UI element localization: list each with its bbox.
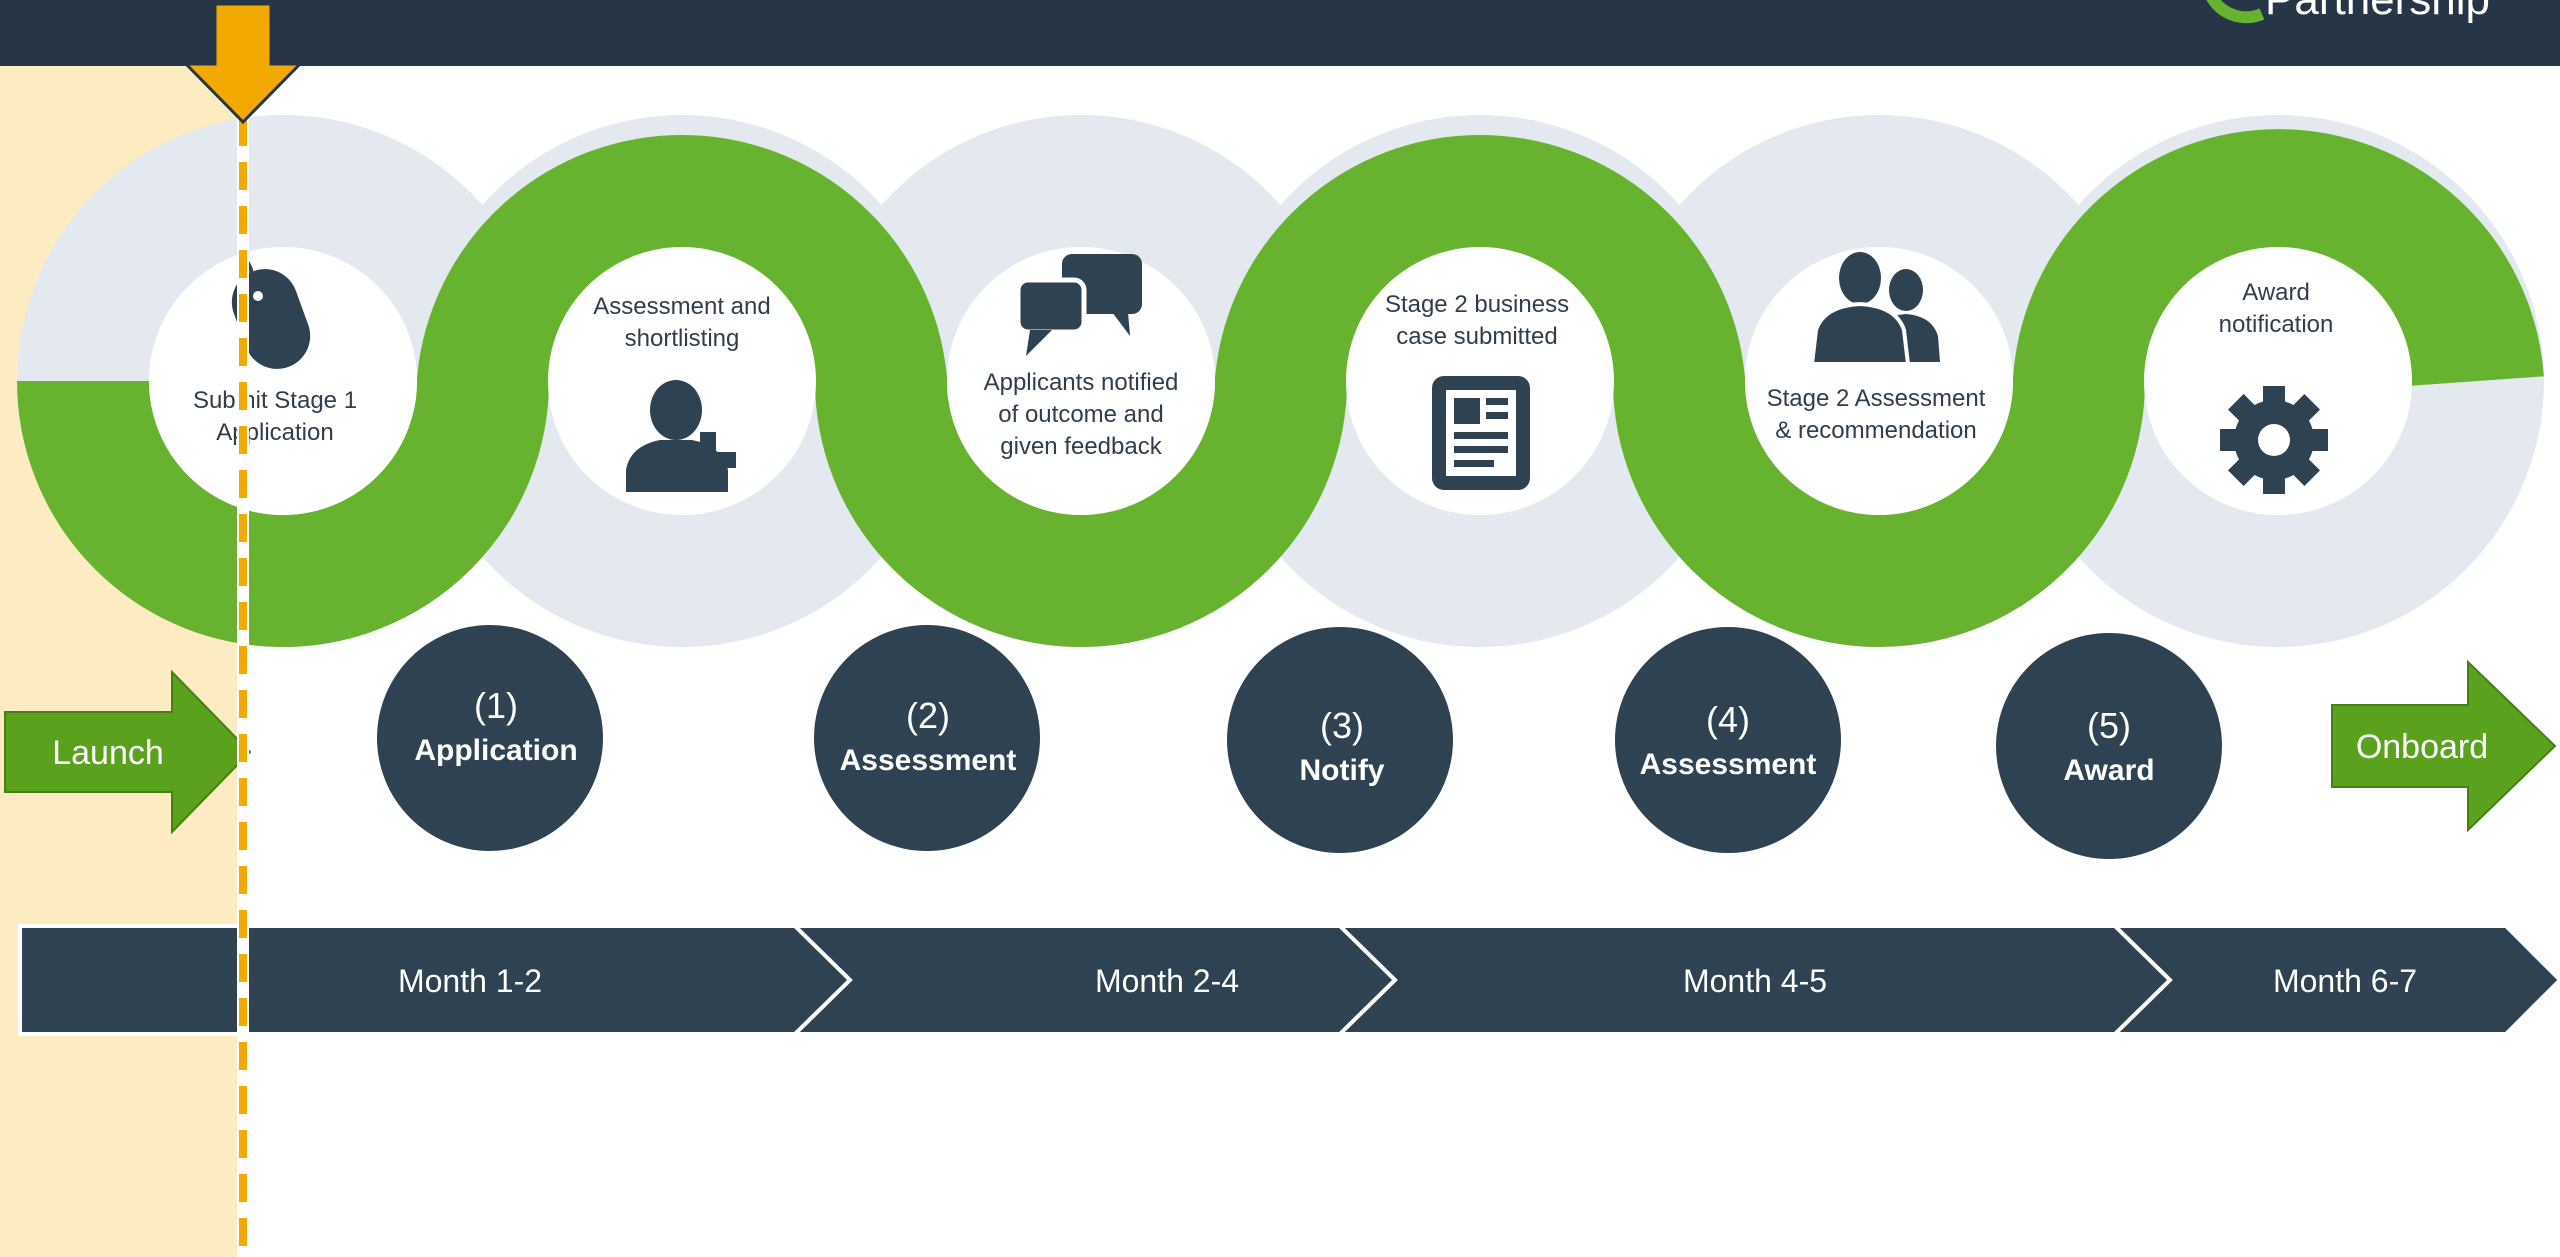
stage-4: (4) Assessment	[1615, 627, 1841, 853]
stage-number: (5)	[2087, 705, 2131, 746]
month-segment-4	[2110, 924, 2560, 1036]
stage-2: (2) Assessment	[814, 625, 1040, 851]
stage-circle	[814, 625, 1040, 851]
onboard-label: Onboard	[2356, 728, 2488, 766]
step-label: Applicants notified	[984, 369, 1179, 396]
stage-name: Assessment	[1640, 748, 1817, 781]
month-label-3: Month 4-5	[1683, 963, 1827, 999]
month-label-2: Month 2-4	[1095, 963, 1239, 999]
marker-arrow-icon	[182, 2, 304, 125]
document-icon	[1432, 376, 1530, 490]
users-icon	[1809, 252, 1940, 366]
step-label: Award	[2242, 279, 2310, 306]
stage-number: (1)	[474, 685, 518, 726]
current-position-marker	[182, 2, 304, 1257]
step-label: shortlisting	[625, 325, 740, 352]
month-label-1: Month 1-2	[398, 963, 542, 999]
step-label: notification	[2219, 311, 2334, 338]
gear-icon	[2220, 386, 2328, 494]
stage-number: (4)	[1706, 699, 1750, 740]
stage-name: Notify	[1300, 754, 1385, 787]
step-label: given feedback	[1000, 433, 1162, 460]
chat-bubbles-icon	[1015, 254, 1142, 356]
stage-1: (1) Application	[377, 625, 603, 851]
step-label: Application	[216, 419, 333, 446]
stage-number: (2)	[906, 695, 950, 736]
step-label: case submitted	[1396, 323, 1557, 350]
wave-progress-path	[17, 129, 2544, 647]
add-user-icon	[626, 380, 736, 492]
step-circles	[149, 247, 2412, 515]
stage-name: Award	[2063, 754, 2154, 787]
month-timeline	[18, 924, 2560, 1036]
month-label-4: Month 6-7	[2273, 963, 2417, 999]
step-label: of outcome and	[998, 401, 1163, 428]
launch-arrow: Launch	[4, 669, 252, 835]
step-5: Stage 2 Assessment & recommendation	[1767, 252, 1986, 444]
step-label: Stage 2 business	[1385, 291, 1569, 318]
step-1: Submit Stage 1 Application	[193, 250, 357, 446]
header-bar	[0, 0, 2560, 66]
step-4: Stage 2 business case submitted	[1385, 291, 1569, 490]
stage-number: (3)	[1320, 705, 1364, 746]
step-3: Applicants notified of outcome and given…	[984, 254, 1179, 460]
stage-name: Application	[414, 734, 577, 767]
step-label: & recommendation	[1775, 417, 1976, 444]
stage-3: (3) Notify	[1227, 627, 1453, 853]
stage-name: Assessment	[840, 744, 1017, 777]
stage-5: (5) Award	[1996, 633, 2222, 859]
step-label: Stage 2 Assessment	[1767, 385, 1986, 412]
step-2: Assessment and shortlisting	[593, 293, 771, 492]
launch-label: Launch	[52, 734, 164, 772]
logo-text: Partnership	[2265, 0, 2490, 24]
stage-circle	[377, 625, 603, 851]
step-label: Submit Stage 1	[193, 387, 357, 414]
onboard-arrow: Onboard	[2331, 659, 2557, 833]
stage-circle	[1227, 627, 1453, 853]
logo-mark	[2206, 0, 2265, 24]
stage-circle	[1615, 627, 1841, 853]
step-label: Assessment and	[593, 293, 770, 320]
stage-circle	[1996, 633, 2222, 859]
